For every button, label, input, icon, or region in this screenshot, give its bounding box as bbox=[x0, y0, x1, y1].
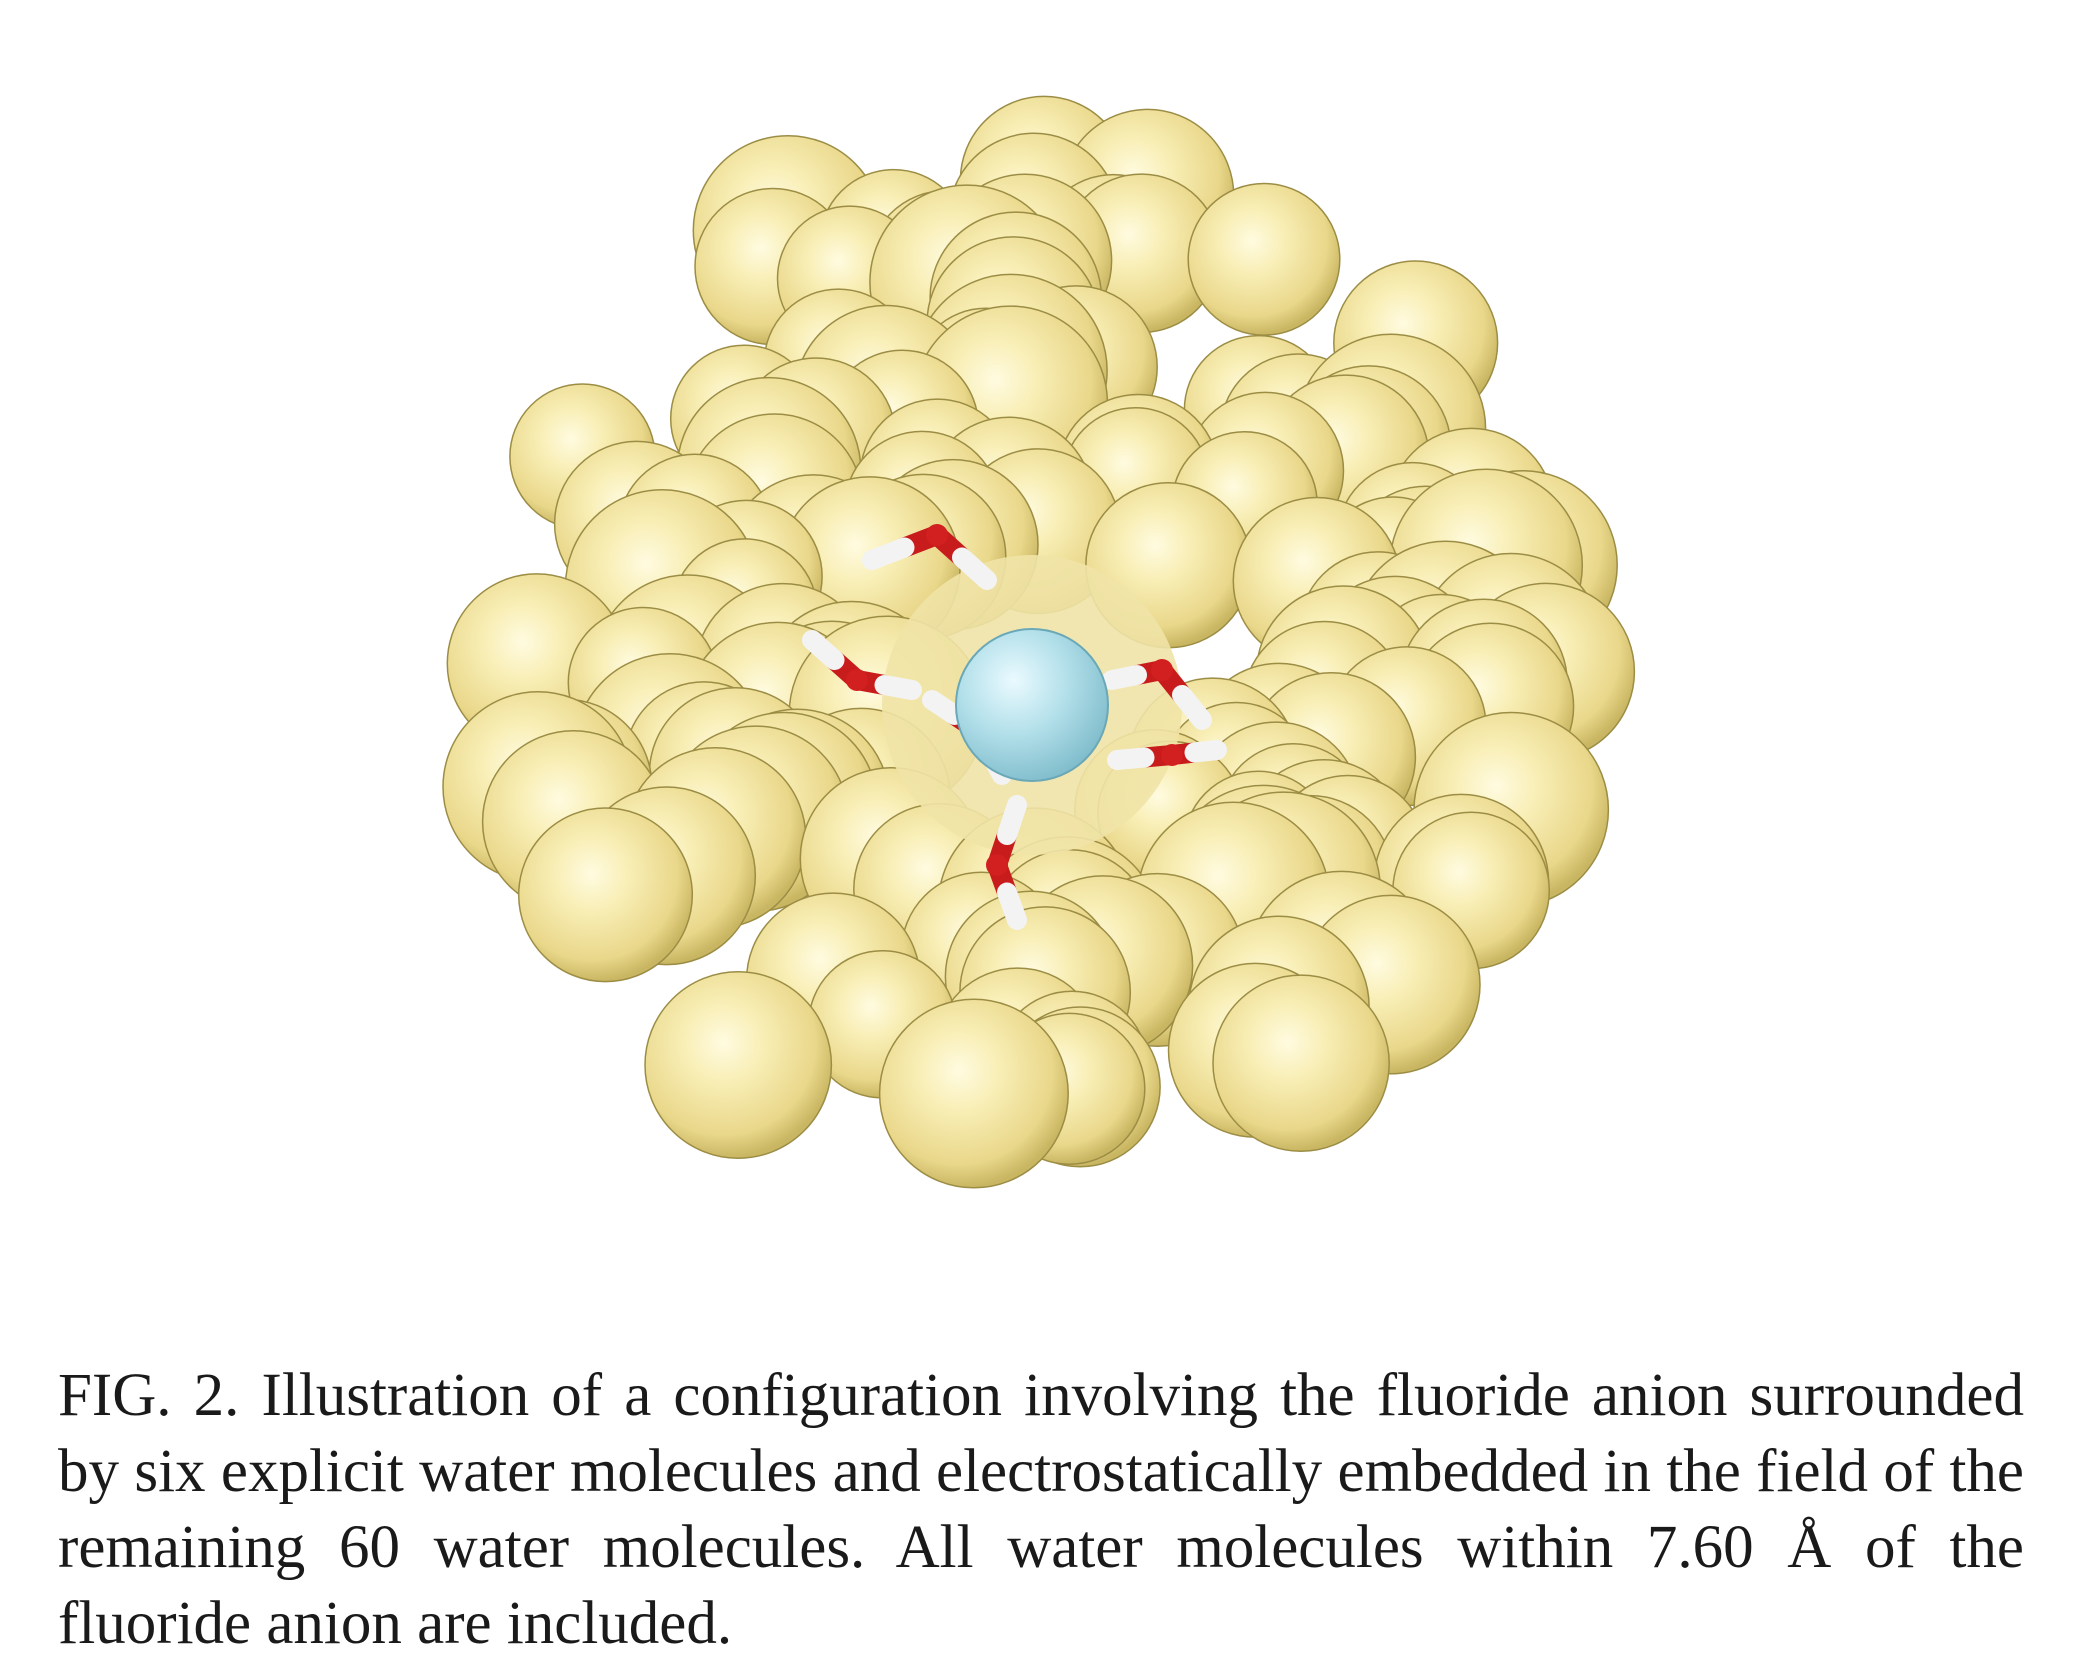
hydrogen-bond-half bbox=[862, 537, 915, 570]
figure-label: FIG. 2. bbox=[58, 1362, 240, 1429]
water-sphere bbox=[1212, 974, 1390, 1153]
water-sphere bbox=[517, 807, 694, 983]
water-cluster-illustration bbox=[442, 95, 1636, 1189]
hydrogen-bond-half bbox=[1172, 685, 1212, 730]
fluoride-anion bbox=[955, 628, 1109, 782]
oxygen-atom bbox=[846, 669, 868, 691]
oxygen-atom bbox=[1151, 659, 1173, 681]
hydrogen-bond-half bbox=[1102, 665, 1147, 690]
explicit-water-molecule bbox=[986, 795, 1027, 930]
oxygen-atom bbox=[1161, 744, 1183, 766]
hydrogen-bond-half bbox=[802, 630, 845, 670]
explicit-water-molecule bbox=[862, 524, 997, 590]
explicit-water-molecule bbox=[802, 630, 922, 700]
surrounding-water-molecules bbox=[442, 95, 1636, 1189]
figure-caption: FIG. 2. Illustration of a configuration … bbox=[58, 1358, 2024, 1662]
water-sphere bbox=[1187, 182, 1341, 336]
caption-text: Illustration of a configuration involvin… bbox=[58, 1362, 2024, 1657]
explicit-water-molecule bbox=[1107, 740, 1227, 770]
figure-illustration bbox=[372, 40, 1732, 1280]
oxygen-atom bbox=[986, 854, 1008, 876]
hydrogen-bond-half bbox=[922, 690, 965, 725]
hydrogen-bond-half bbox=[1184, 740, 1227, 763]
water-sphere bbox=[644, 971, 833, 1159]
water-sphere bbox=[878, 998, 1069, 1189]
hydrogen-bond-half bbox=[997, 882, 1027, 930]
oxygen-atom bbox=[926, 524, 948, 546]
hydrogen-bond-half bbox=[952, 547, 997, 590]
hydrogen-bond-half bbox=[997, 795, 1027, 845]
hydrogen-bond-half bbox=[874, 675, 922, 700]
explicit-water-molecule bbox=[1102, 659, 1212, 730]
hydrogen-bond-half bbox=[1107, 747, 1155, 770]
